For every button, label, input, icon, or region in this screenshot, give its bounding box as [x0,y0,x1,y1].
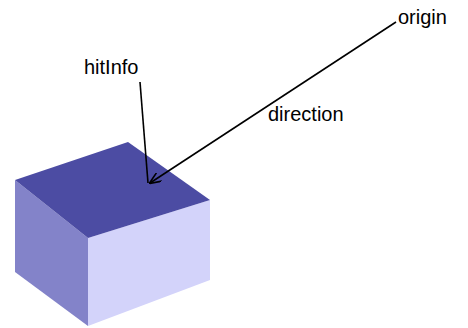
text-label: direction [268,103,344,125]
direction-arrow [150,22,396,183]
text-label: origin [398,6,447,28]
cube-top-face [15,142,210,238]
text-label: hitInfo [84,56,138,78]
leader-line [140,82,148,183]
